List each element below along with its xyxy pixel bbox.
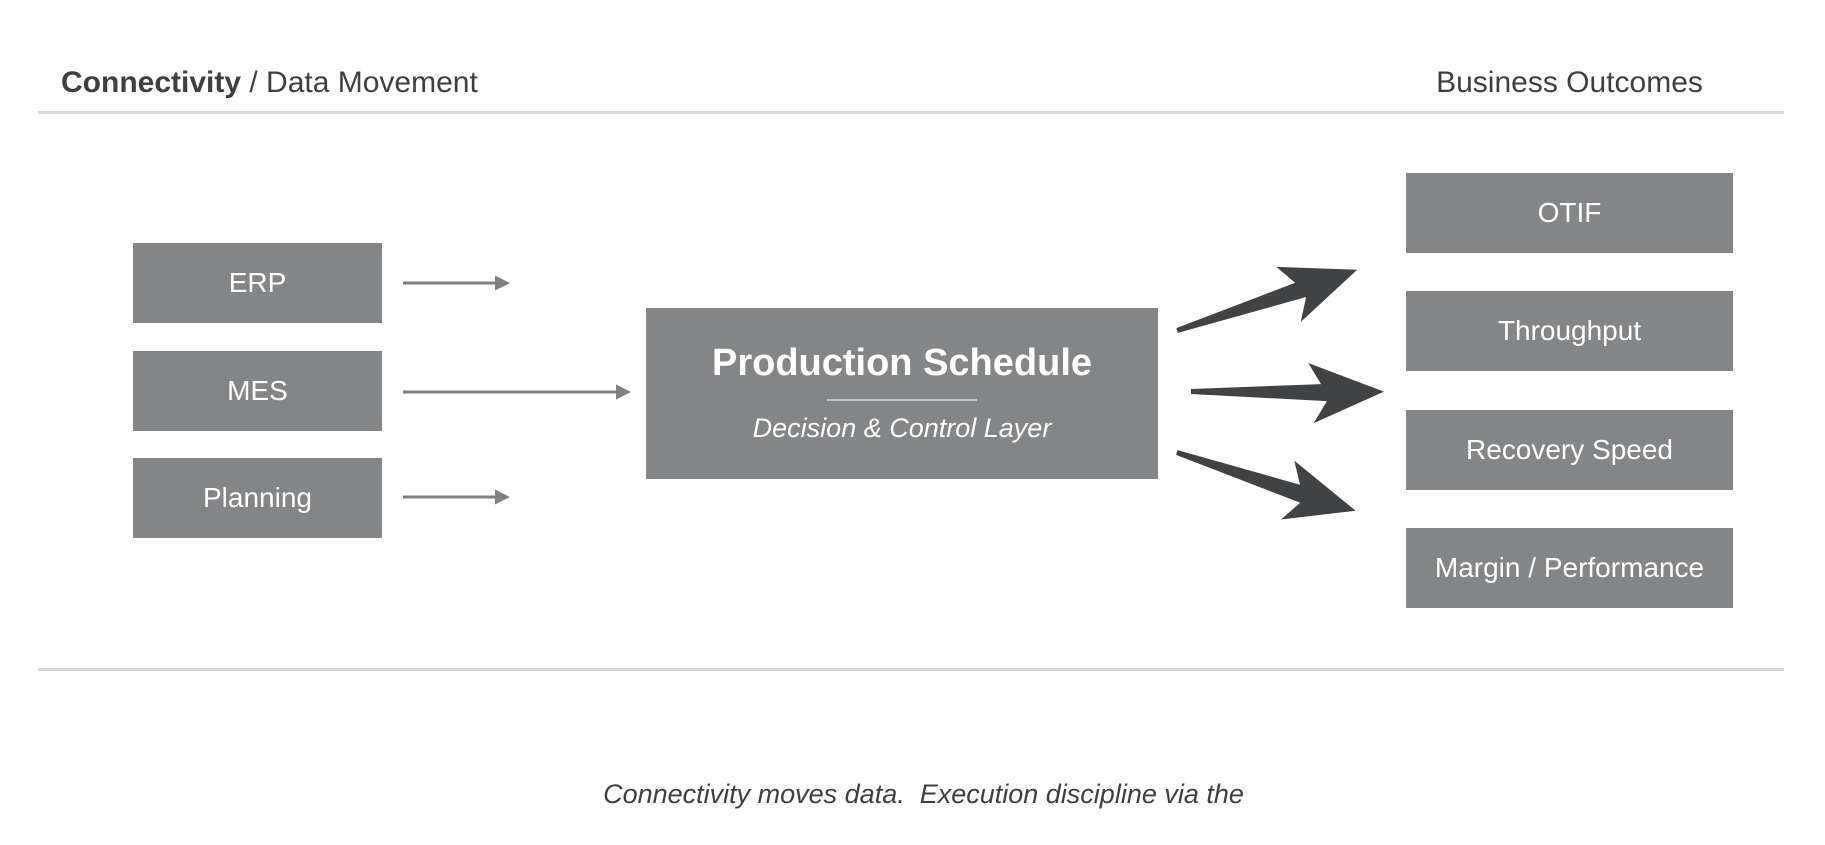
- outcome-box-label: OTIF: [1537, 197, 1602, 228]
- source-box-label: Planning: [203, 482, 312, 513]
- outcome-box-label: Margin / Performance: [1434, 552, 1705, 583]
- connectivity-heading-bold: Connectivity: [61, 66, 242, 99]
- footer-caption: Connectivity moves data. Execution disci…: [22, 694, 1825, 845]
- footer-caption-line1: Connectivity moves data. Execution disci…: [603, 779, 1244, 809]
- top-divider: [38, 111, 1784, 114]
- thin-arrow-erp: [403, 275, 510, 291]
- outcome-box-throughput: Throughput: [1406, 291, 1733, 371]
- thick-arrow-upper: [1176, 266, 1358, 333]
- production-schedule-divider: [827, 398, 977, 401]
- source-box-mes: MES: [133, 351, 382, 431]
- outcome-box-label: Throughput: [1497, 315, 1642, 346]
- production-schedule-box: Production Schedule Decision & Control L…: [646, 308, 1158, 479]
- outcome-box-label: Recovery Speed: [1465, 434, 1673, 465]
- decision-control-layer-subtitle: Decision & Control Layer: [752, 412, 1052, 443]
- left-column-heading: Connectivity / Data Movement: [61, 66, 478, 100]
- source-box-label: MES: [227, 375, 288, 406]
- production-schedule-title: Production Schedule: [711, 342, 1093, 385]
- thin-arrow-planning: [403, 489, 510, 505]
- outcome-box-otif: OTIF: [1406, 173, 1733, 253]
- outcome-box-recovery-speed: Recovery Speed: [1406, 410, 1733, 490]
- source-box-erp: ERP: [133, 243, 382, 323]
- data-movement-heading: / Data Movement: [241, 66, 478, 99]
- thick-arrow-lower: [1176, 450, 1356, 520]
- bottom-divider: [38, 668, 1784, 671]
- outcome-box-margin-performance: Margin / Performance: [1406, 528, 1733, 608]
- thick-arrow-middle: [1190, 363, 1385, 424]
- source-box-planning: Planning: [133, 458, 382, 538]
- source-box-label: ERP: [228, 267, 287, 298]
- business-outcomes-heading: Business Outcomes: [1436, 66, 1703, 99]
- thin-arrow-mes: [403, 384, 631, 400]
